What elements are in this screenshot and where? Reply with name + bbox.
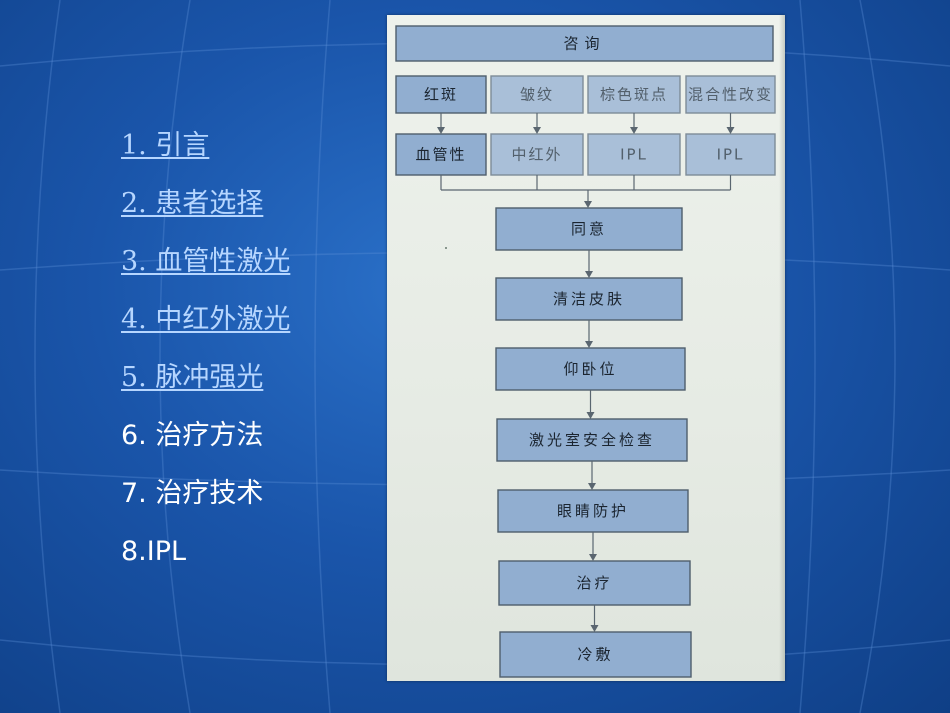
- flow-node-treatment-label: 血管性: [415, 146, 466, 164]
- agenda-link[interactable]: 4. 中红外激光: [121, 304, 291, 335]
- arrow-head: [589, 554, 597, 561]
- flow-node-step-box: [498, 560, 691, 606]
- arrow-head: [726, 127, 735, 134]
- agenda-item[interactable]: 3. 血管性激光: [121, 244, 290, 302]
- agenda-link[interactable]: 5. 脉冲强光: [121, 362, 264, 393]
- agenda-label: 8.IPL: [121, 536, 187, 567]
- flow-node-step-label: 激光室安全检查: [529, 431, 655, 449]
- arrow-head: [585, 271, 593, 278]
- flow-node-treatment-box: [490, 133, 584, 176]
- agenda-item[interactable]: 4. 中红外激光: [121, 302, 290, 360]
- arrow-head: [590, 625, 599, 632]
- agenda-item[interactable]: 5. 脉冲强光: [121, 360, 290, 418]
- flow-node-step-box: [496, 418, 688, 462]
- arrow-head: [585, 341, 593, 348]
- agenda-item: 7. 治疗技术: [121, 476, 290, 534]
- flow-node-condition-label: 皱纹: [520, 86, 554, 104]
- arrow-head: [584, 201, 592, 208]
- agenda-item: 6. 治疗方法: [121, 418, 290, 476]
- flow-node-condition-label: 混合性改变: [688, 86, 773, 104]
- agenda-item[interactable]: 1. 引言: [121, 128, 290, 186]
- flow-node-treatment-label: IPL: [620, 146, 648, 164]
- flow-node-step-box: [499, 631, 692, 678]
- flow-node-step-label: 眼睛防护: [557, 502, 629, 520]
- flow-node-consult-box: [395, 25, 774, 62]
- flow-node-step-box: [497, 489, 689, 533]
- flow-node-step-label: 清洁皮肤: [553, 290, 625, 308]
- flow-node-condition-box: [490, 75, 584, 114]
- flow-node-consult-label: 咨询: [563, 35, 605, 53]
- flow-node-step-box: [495, 277, 683, 321]
- flow-node-step-label: 同意: [571, 220, 607, 238]
- agenda-link[interactable]: 1. 引言: [121, 130, 210, 161]
- agenda-list: 1. 引言 2. 患者选择 3. 血管性激光 4. 中红外激光 5. 脉冲强光 6. 治疗…: [121, 128, 290, 592]
- flow-node-treatment-label: 中红外: [511, 146, 562, 164]
- flow-node-condition-box: [587, 75, 681, 114]
- flow-node-condition-box: [685, 75, 776, 114]
- arrow-head: [630, 127, 638, 134]
- flow-node-step-label: 冷敷: [577, 646, 613, 664]
- agenda-label: 7. 治疗技术: [121, 478, 264, 509]
- arrow-head: [437, 127, 445, 134]
- agenda-link[interactable]: 3. 血管性激光: [121, 246, 291, 277]
- flow-node-treatment-label: IPL: [717, 146, 745, 164]
- photo-edge-shadow: [779, 15, 785, 681]
- flow-node-treatment-box: [587, 133, 681, 176]
- flow-node-step-label: 治疗: [576, 574, 612, 592]
- agenda-link[interactable]: 2. 患者选择: [121, 188, 264, 219]
- flow-node-condition-label: 红斑: [424, 86, 458, 104]
- flow-node-step-label: 仰卧位: [563, 360, 617, 378]
- agenda-label: 6. 治疗方法: [121, 420, 264, 451]
- photo-speck: [445, 247, 447, 249]
- arrow-head: [533, 127, 541, 134]
- agenda-item[interactable]: 2. 患者选择: [121, 186, 290, 244]
- agenda-item: 8.IPL: [121, 534, 290, 592]
- arrow-head: [586, 412, 595, 419]
- flow-node-step-box: [495, 347, 686, 391]
- arrow-head: [588, 483, 596, 490]
- flow-node-condition-label: 棕色斑点: [600, 86, 668, 104]
- flow-node-step-box: [495, 207, 683, 251]
- flow-node-condition-box: [395, 75, 487, 114]
